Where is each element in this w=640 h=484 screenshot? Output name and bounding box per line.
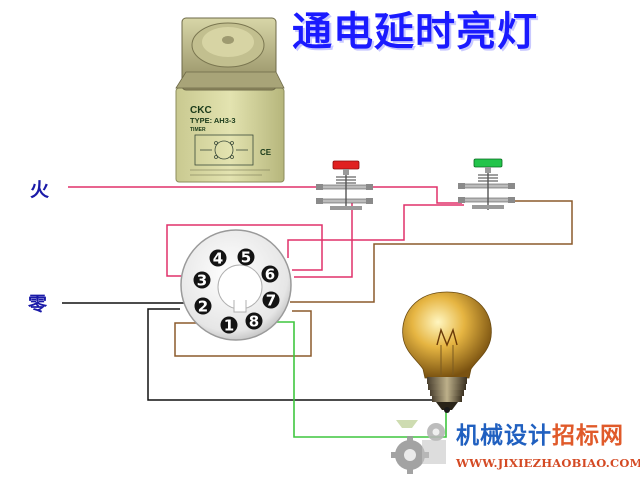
ce-mark-icon: CE bbox=[260, 148, 272, 157]
link-wire-stop-start bbox=[370, 186, 462, 204]
timer-relay: CKC TYPE: AH3-3 TIMER CE bbox=[175, 17, 285, 183]
page-title: 通电延时亮灯 bbox=[292, 9, 538, 55]
neutral-wire-label: 零 bbox=[28, 293, 48, 315]
relay-sub: TIMER bbox=[190, 127, 206, 133]
svg-text:4: 4 bbox=[213, 250, 223, 268]
svg-text:8: 8 bbox=[249, 313, 259, 331]
socket-pin-6: 6 bbox=[261, 265, 279, 284]
site-logo-name-a: 机械设计 bbox=[456, 423, 552, 449]
svg-text:6: 6 bbox=[265, 266, 275, 284]
socket-pin-7: 7 bbox=[262, 291, 280, 310]
socket-pin-5: 5 bbox=[237, 248, 255, 267]
site-logo-name-b: 招标网 bbox=[552, 423, 624, 449]
site-logo-url: WWW.JIXIEZHAOBIAO.COM bbox=[456, 456, 640, 470]
coil-link-wire bbox=[166, 224, 323, 277]
lamp-return-loop-wire bbox=[174, 310, 312, 357]
socket-pin-3: 3 bbox=[193, 271, 211, 290]
light-bulb-icon bbox=[402, 291, 492, 413]
svg-text:1: 1 bbox=[224, 317, 234, 335]
site-logo-icon bbox=[391, 420, 446, 474]
supply-wire-pin6 bbox=[294, 201, 353, 278]
relay-schematic-icon bbox=[194, 134, 254, 166]
octal-socket: 1 2 3 4 5 6 7 8 bbox=[180, 229, 292, 341]
relay-type: TYPE: AH3-3 bbox=[190, 116, 236, 125]
timed-contact-wire bbox=[290, 200, 573, 303]
socket-pin-2: 2 bbox=[194, 297, 212, 316]
svg-text:3: 3 bbox=[197, 272, 207, 290]
svg-text:7: 7 bbox=[266, 292, 276, 310]
svg-text:2: 2 bbox=[198, 298, 208, 316]
live-wire-label: 火 bbox=[30, 179, 50, 201]
relay-brand: CKC bbox=[190, 105, 212, 116]
socket-pin-8: 8 bbox=[245, 312, 263, 331]
socket-pin-1: 1 bbox=[220, 316, 238, 335]
site-logo-name: 机械设计招标网 bbox=[456, 422, 624, 450]
socket-pin-4: 4 bbox=[209, 249, 227, 268]
supply-wire-pin5 bbox=[287, 204, 464, 258]
svg-text:5: 5 bbox=[241, 249, 251, 267]
start-button bbox=[458, 158, 515, 210]
stop-button bbox=[316, 160, 373, 210]
lamp-wire bbox=[262, 321, 447, 438]
neutral-to-lamp-wire bbox=[147, 308, 436, 401]
